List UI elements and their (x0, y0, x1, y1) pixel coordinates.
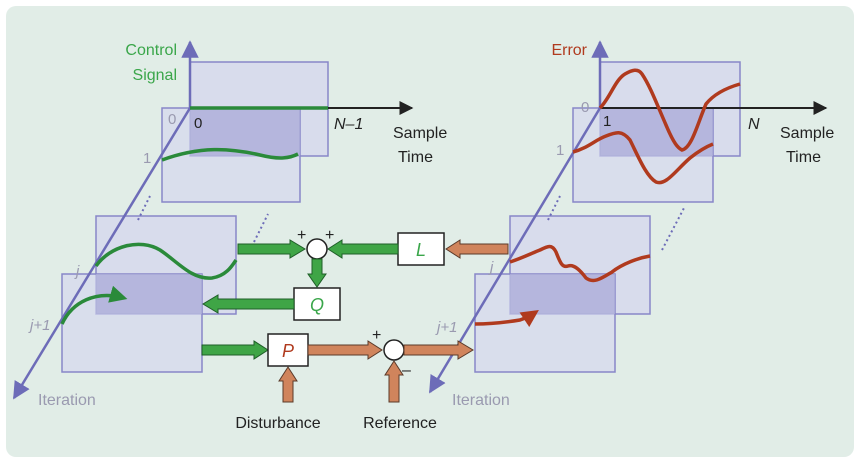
block-P-label: P (282, 341, 294, 361)
iteration-axis-label: Iteration (38, 392, 96, 409)
frame-overlap-1 (190, 108, 300, 156)
sum1-sign-left: + (297, 227, 306, 244)
iteration-axis (12, 107, 192, 400)
control-signal-iter-j1 (60, 285, 128, 325)
arrow-disturbance-to-P (278, 366, 298, 403)
error-signal-iter-1 (572, 131, 714, 185)
sum2-sign-bottom: – (402, 362, 411, 379)
error-tick-one-x: 1 (603, 113, 611, 130)
summing-junction-2 (383, 339, 405, 361)
sum2-sign-top: + (372, 327, 381, 344)
disturbance-label: Disturbance (235, 415, 320, 432)
block-L-label: L (416, 240, 426, 260)
control-signal-iter-j (94, 242, 238, 280)
arrow-reference-to-sum (384, 360, 404, 403)
error-tick-zero: 0 (581, 99, 589, 116)
error-tick-one: 1 (556, 142, 564, 159)
tick-one: 1 (143, 150, 151, 167)
arrow-L-to-sum (327, 239, 399, 259)
error-y-axis-label: Error (551, 42, 587, 59)
error-signal-iter-j (509, 244, 651, 283)
error-signal-iter-0 (598, 68, 741, 152)
reference-label: Reference (363, 415, 437, 432)
block-Q-label: Q (310, 295, 324, 315)
x-axis-label-sample: Sample (393, 125, 447, 142)
arrow-control-to-sum (237, 239, 306, 259)
tick-zero-back: 0 (168, 111, 176, 128)
error-panel: Error 0 1 1 j j+1 N Sample Time Iteratio… (428, 40, 834, 409)
sum1-sign-right: + (325, 227, 334, 244)
arrow-sum-to-Q (307, 258, 327, 288)
error-tick-j-plus-1: j+1 (435, 319, 457, 336)
arrow-Q-to-control (202, 294, 295, 314)
error-x-axis-label-sample: Sample (780, 125, 834, 142)
arrow-error-to-L (445, 239, 509, 259)
tick-j: j (74, 263, 80, 280)
dotted-guide-right (253, 213, 269, 243)
error-signal-iter-j1 (474, 310, 539, 328)
block-P (267, 333, 309, 367)
control-signal-iter-1 (161, 147, 299, 162)
tick-zero: 0 (194, 115, 202, 132)
arrow-control-to-P (201, 340, 269, 360)
arrow-sum-to-error (403, 340, 474, 360)
arrow-P-to-sum (307, 340, 383, 360)
feedback-network: L + + Q P + – Disturbance Reference (201, 227, 509, 432)
error-tick-j: j (488, 259, 494, 276)
tick-j-plus-1: j+1 (28, 317, 50, 334)
error-x-axis-end-label: N (748, 116, 760, 133)
error-iteration-axis-label: Iteration (452, 392, 510, 409)
control-signal-panel: Control Signal 0 0 1 j j+1 N–1 Sample Ti… (12, 40, 447, 409)
summing-junction-1 (306, 238, 328, 260)
x-axis-label-time: Time (398, 149, 433, 166)
block-Q (293, 287, 341, 321)
x-axis-end-label: N–1 (334, 116, 363, 133)
error-x-axis-label-time: Time (786, 149, 821, 166)
y-axis-label-signal: Signal (133, 67, 177, 84)
y-axis-label-control: Control (125, 42, 177, 59)
